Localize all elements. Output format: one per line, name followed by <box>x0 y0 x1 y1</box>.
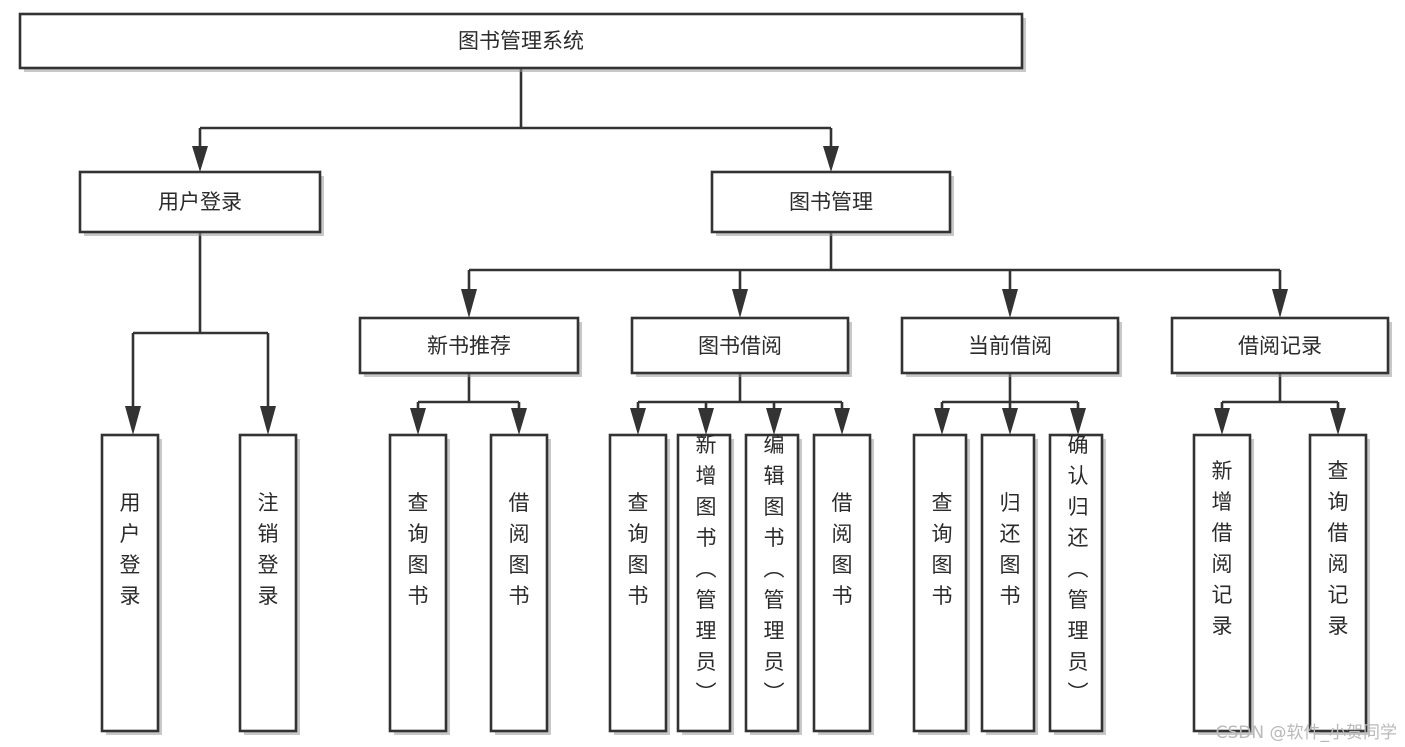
leaf-add-book-label: 新增图书︵管理员︶ <box>696 433 717 705</box>
node-book-manage-box <box>710 170 952 234</box>
node-root-label: 图书管理系统 <box>458 29 584 53</box>
leaf-edit-book-label: 编辑图书︵管理员︶ <box>764 433 785 705</box>
arrow-to-leaf-query-book-3 <box>934 408 950 435</box>
leaf-query-book-1-label: 查询图书 <box>408 491 429 608</box>
leaf-query-book-3-label: 查询图书 <box>932 491 953 608</box>
leaf-borrow-book-2-box <box>812 433 872 733</box>
node-user-login-label: 用户登录 <box>158 190 242 214</box>
leaf-borrow-book-1-label: 借阅图书 <box>509 491 530 608</box>
arrow-to-leaf-query-book-2 <box>630 408 646 435</box>
leaf-borrow-book-2[interactable]: 借阅图书 <box>812 433 874 735</box>
leaf-query-book-3[interactable]: 查询图书 <box>912 433 970 735</box>
leaf-borrow-book-1[interactable]: 借阅图书 <box>489 433 551 735</box>
leaf-borrow-book-2-label: 借阅图书 <box>832 491 853 608</box>
leaf-return-book-box <box>980 433 1036 733</box>
arrow-to-leaf-add-record <box>1214 408 1230 435</box>
arrow-to-leaf-query-record <box>1330 408 1346 435</box>
leaf-query-book-1[interactable]: 查询图书 <box>388 433 450 735</box>
leaf-query-book-2-box <box>608 433 668 733</box>
arrow-to-leaf-add-book <box>698 408 714 435</box>
leaf-query-book-2-label: 查询图书 <box>628 491 649 608</box>
csdn-watermark: CSDN @软件_小贺同学 <box>1215 723 1397 743</box>
node-current-borrow-label: 当前借阅 <box>968 334 1052 358</box>
node-user-login-box <box>78 170 322 234</box>
node-root-box <box>18 12 1024 70</box>
arrow-to-leaf-borrow-book-1 <box>511 408 527 435</box>
leaf-logout-box <box>238 433 298 733</box>
leaf-add-book[interactable]: 新增图书︵管理员︶ <box>676 433 734 735</box>
node-new-book-recommend[interactable]: 新书推荐 <box>358 316 582 377</box>
leaf-edit-book-box <box>744 433 800 733</box>
leaf-add-record-label: 新增借阅记录 <box>1212 459 1233 638</box>
node-current-borrow-box <box>900 316 1120 375</box>
arrow-to-leaf-user-login <box>125 406 141 435</box>
leaf-confirm-return-box <box>1048 433 1104 733</box>
leaf-user-login-label: 用户登录 <box>120 491 141 608</box>
leaf-query-record-label: 查询借阅记录 <box>1328 459 1349 638</box>
arrow-to-leaf-logout <box>260 406 276 435</box>
leaf-add-book-box <box>676 433 732 733</box>
node-user-login[interactable]: 用户登录 <box>78 170 324 236</box>
leaf-confirm-return-label: 确认归还︵管理员︶ <box>1068 433 1089 705</box>
node-borrow-record[interactable]: 借阅记录 <box>1170 316 1392 377</box>
arrow-to-book-manage <box>823 146 839 172</box>
node-book-borrow-label: 图书借阅 <box>698 334 782 358</box>
leaf-borrow-book-1-box <box>489 433 549 733</box>
node-book-borrow[interactable]: 图书借阅 <box>630 316 852 377</box>
arrow-to-leaf-return-book <box>1002 408 1018 435</box>
leaf-logout-label: 注销登录 <box>258 491 279 608</box>
connector-group <box>125 68 1346 435</box>
leaf-query-record-box <box>1308 433 1368 733</box>
node-new-book-recommend-label: 新书推荐 <box>427 334 511 358</box>
leaf-confirm-return[interactable]: 确认归还︵管理员︶ <box>1048 433 1106 735</box>
leaf-edit-book[interactable]: 编辑图书︵管理员︶ <box>744 433 802 735</box>
leaf-user-login[interactable]: 用户登录 <box>100 433 162 735</box>
arrow-to-borrow-record <box>1272 289 1288 318</box>
node-borrow-record-label: 借阅记录 <box>1238 334 1322 358</box>
arrow-to-new-book <box>461 289 477 318</box>
node-new-book-recommend-box <box>358 316 580 375</box>
arrow-to-leaf-confirm-return <box>1070 408 1086 435</box>
arrow-to-book-borrow <box>732 289 748 318</box>
leaf-return-book[interactable]: 归还图书 <box>980 433 1038 735</box>
leaf-query-book-2[interactable]: 查询图书 <box>608 433 670 735</box>
leaf-return-book-label: 归还图书 <box>1000 491 1021 608</box>
leaf-add-record[interactable]: 新增借阅记录 <box>1192 433 1254 735</box>
arrow-to-leaf-borrow-book-2 <box>834 408 850 435</box>
leaf-user-login-box <box>100 433 160 733</box>
arrow-to-leaf-query-book-1 <box>410 408 426 435</box>
node-root[interactable]: 图书管理系统 <box>18 12 1026 72</box>
arrow-to-current-borrow <box>1002 289 1018 318</box>
node-book-manage[interactable]: 图书管理 <box>710 170 954 236</box>
node-book-borrow-box <box>630 316 850 375</box>
leaf-query-book-3-box <box>912 433 968 733</box>
leaf-add-record-box <box>1192 433 1252 733</box>
leaf-query-record[interactable]: 查询借阅记录 <box>1308 433 1370 735</box>
node-borrow-record-box <box>1170 316 1390 375</box>
arrow-to-leaf-edit-book <box>766 408 782 435</box>
leaf-query-book-1-box <box>388 433 448 733</box>
node-book-manage-label: 图书管理 <box>789 190 873 214</box>
leaf-logout[interactable]: 注销登录 <box>238 433 300 735</box>
arrow-to-user-login <box>192 146 208 172</box>
node-current-borrow[interactable]: 当前借阅 <box>900 316 1122 377</box>
